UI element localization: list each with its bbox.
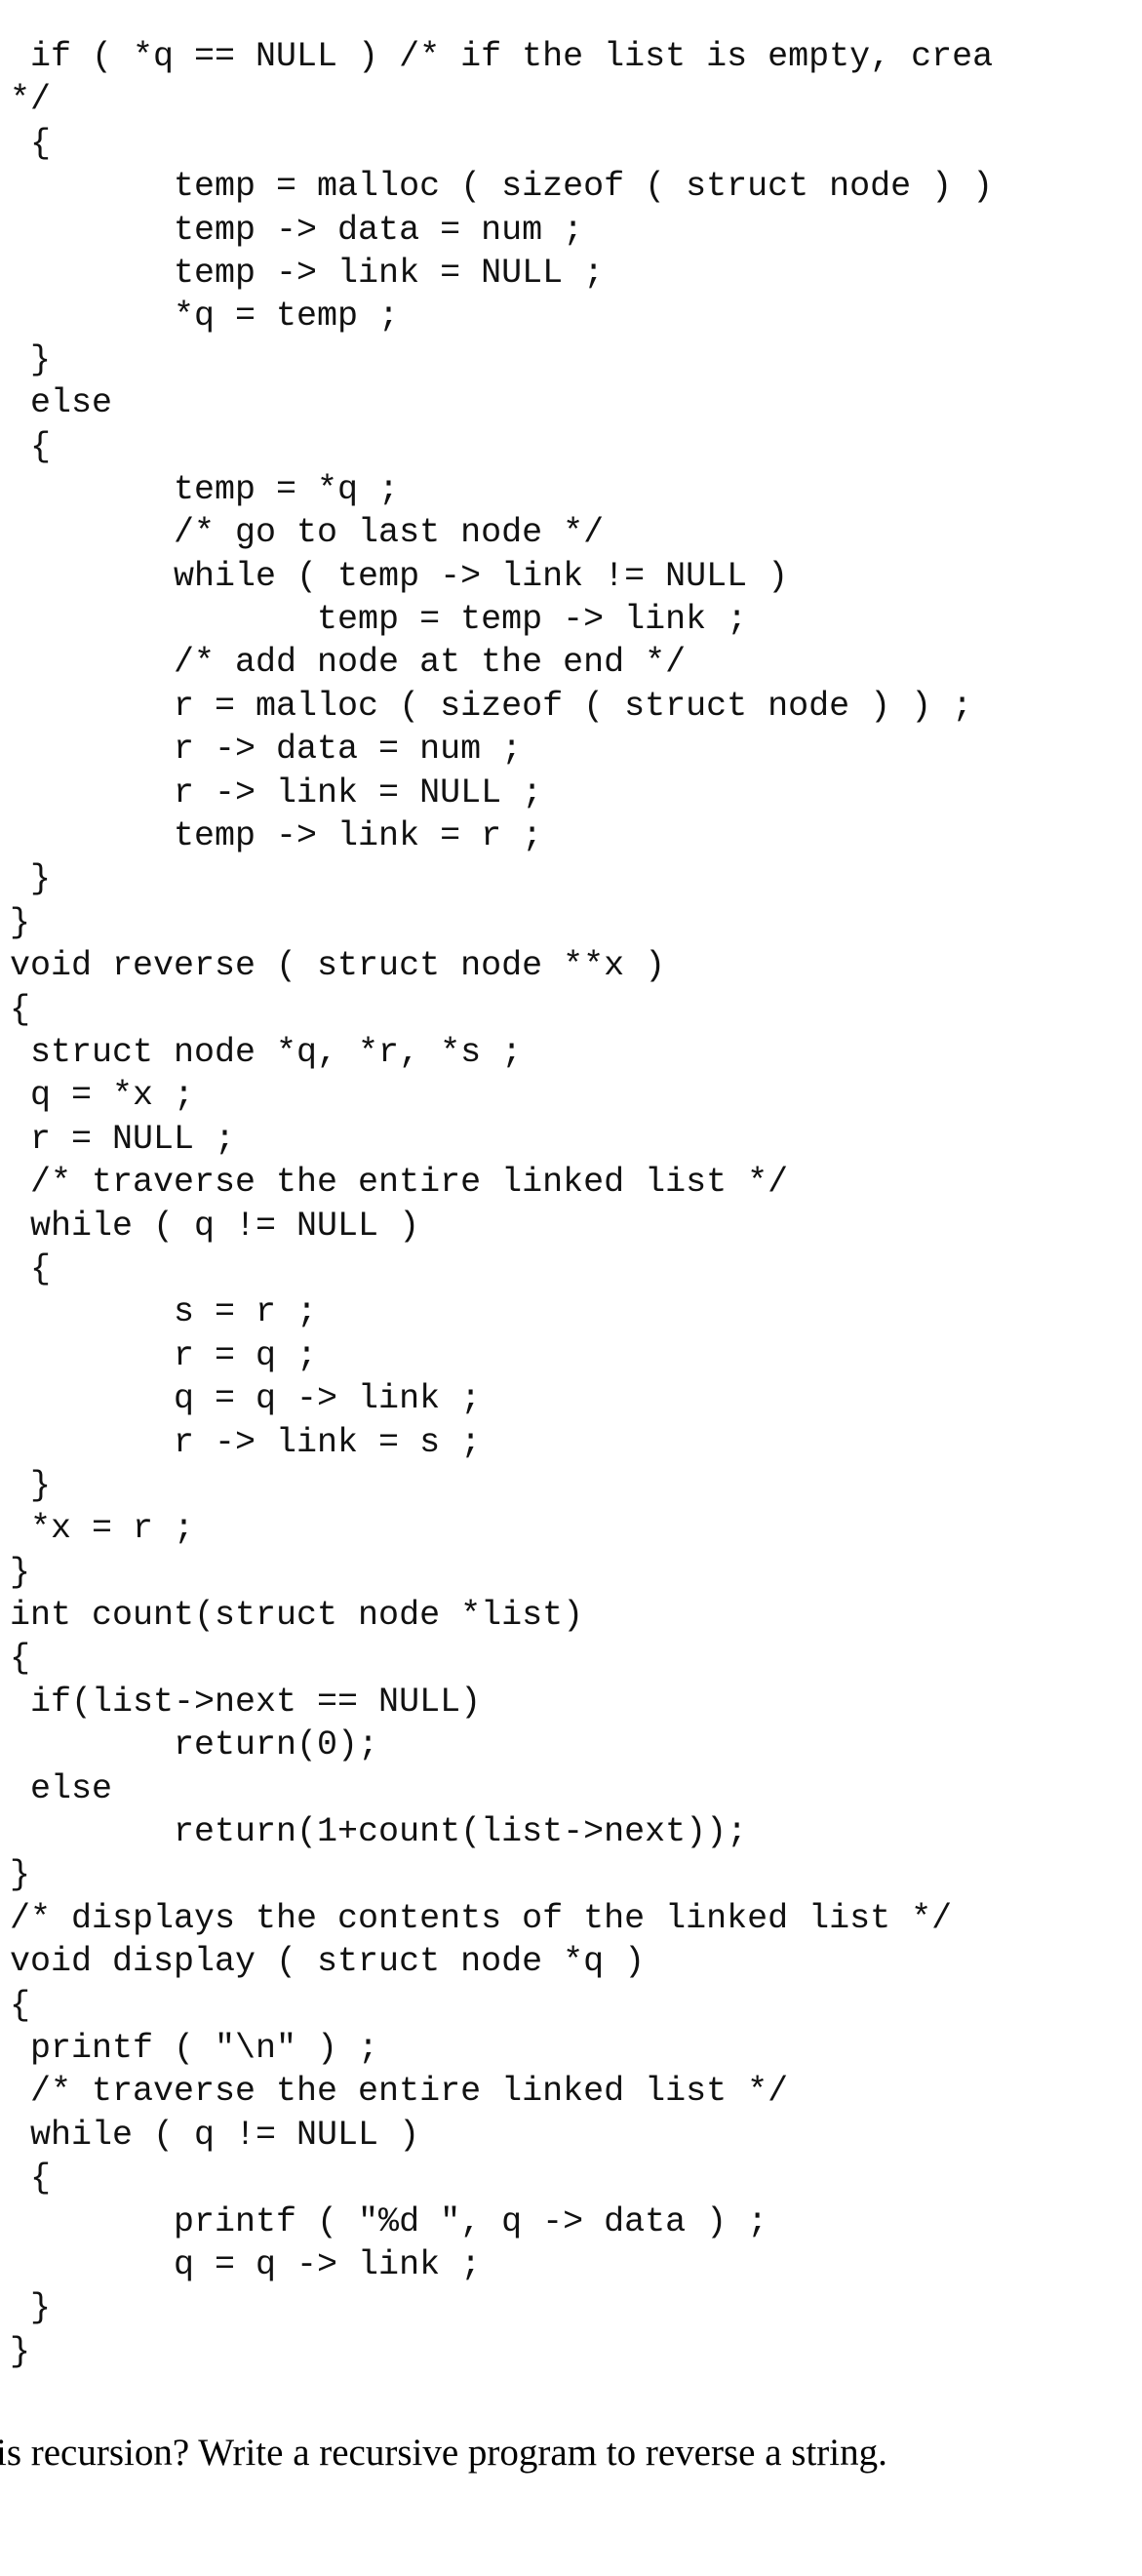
- code-line: q = q -> link ;: [10, 1379, 482, 1419]
- code-line: /* displays the contents of the linked l…: [10, 1898, 953, 1938]
- code-line: *x = r ;: [10, 1509, 195, 1549]
- code-line: {: [10, 1985, 31, 2025]
- code-line: if(list->next == NULL): [10, 1682, 482, 1722]
- code-line: }: [10, 1465, 52, 1505]
- code-line: q = q -> link ;: [10, 2244, 482, 2284]
- code-line: /* traverse the entire linked list */: [10, 2072, 789, 2112]
- code-line: if ( *q == NULL ) /* if the list is empt…: [10, 37, 994, 76]
- code-line: temp = *q ;: [10, 469, 400, 509]
- code-line: }: [10, 339, 52, 379]
- code-line: return(0);: [10, 1725, 379, 1765]
- code-line: int count(struct node *list): [10, 1596, 584, 1636]
- code-line: printf ( "\n" ) ;: [10, 2028, 379, 2068]
- code-line: {: [10, 1248, 52, 1288]
- code-line: r -> data = num ;: [10, 730, 523, 770]
- code-line: {: [10, 1639, 31, 1679]
- code-line: /* add node at the end */: [10, 643, 687, 683]
- code-line: void reverse ( struct node **x ): [10, 946, 666, 986]
- code-line: {: [10, 123, 52, 163]
- question-text: is recursion? Write a recursive program …: [0, 2432, 887, 2474]
- code-line: {: [10, 2159, 52, 2199]
- code-line: *q = temp ;: [10, 297, 400, 337]
- code-line: r -> link = NULL ;: [10, 773, 543, 812]
- code-line: temp = temp -> link ;: [10, 600, 748, 640]
- code-line: {: [10, 426, 52, 466]
- code-line: /* go to last node */: [10, 513, 605, 553]
- code-line: /* traverse the entire linked list */: [10, 1163, 789, 1203]
- code-line: }: [10, 1855, 31, 1895]
- code-line: struct node *q, *r, *s ;: [10, 1032, 523, 1072]
- code-line: r = NULL ;: [10, 1119, 236, 1159]
- code-line: void display ( struct node *q ): [10, 1942, 646, 1982]
- code-line: s = r ;: [10, 1292, 318, 1332]
- code-line: temp = malloc ( sizeof ( struct node ) ): [10, 167, 994, 207]
- code-line: else: [10, 383, 113, 423]
- code-line: while ( q != NULL ): [10, 2115, 420, 2155]
- code-line: temp -> data = num ;: [10, 210, 584, 250]
- code-line: r -> link = s ;: [10, 1422, 482, 1462]
- code-line: r = q ;: [10, 1335, 318, 1375]
- code-line: {: [10, 989, 31, 1029]
- code-line: printf ( "%d ", q -> data ) ;: [10, 2201, 768, 2241]
- code-line: }: [10, 902, 31, 942]
- code-line: temp -> link = NULL ;: [10, 253, 605, 293]
- code-line: }: [10, 2288, 52, 2328]
- code-line: }: [10, 859, 52, 899]
- code-line: }: [10, 2331, 31, 2371]
- code-line: while ( temp -> link != NULL ): [10, 556, 789, 596]
- code-line: q = *x ;: [10, 1076, 195, 1116]
- code-line: else: [10, 1768, 113, 1808]
- code-line: }: [10, 1552, 31, 1592]
- code-line: while ( q != NULL ): [10, 1206, 420, 1246]
- code-line: temp -> link = r ;: [10, 816, 543, 856]
- code-listing: if ( *q == NULL ) /* if the list is empt…: [10, 35, 1142, 2373]
- code-line: return(1+count(list->next));: [10, 1812, 748, 1852]
- code-line: */: [10, 80, 52, 120]
- code-line: r = malloc ( sizeof ( struct node ) ) ;: [10, 686, 973, 726]
